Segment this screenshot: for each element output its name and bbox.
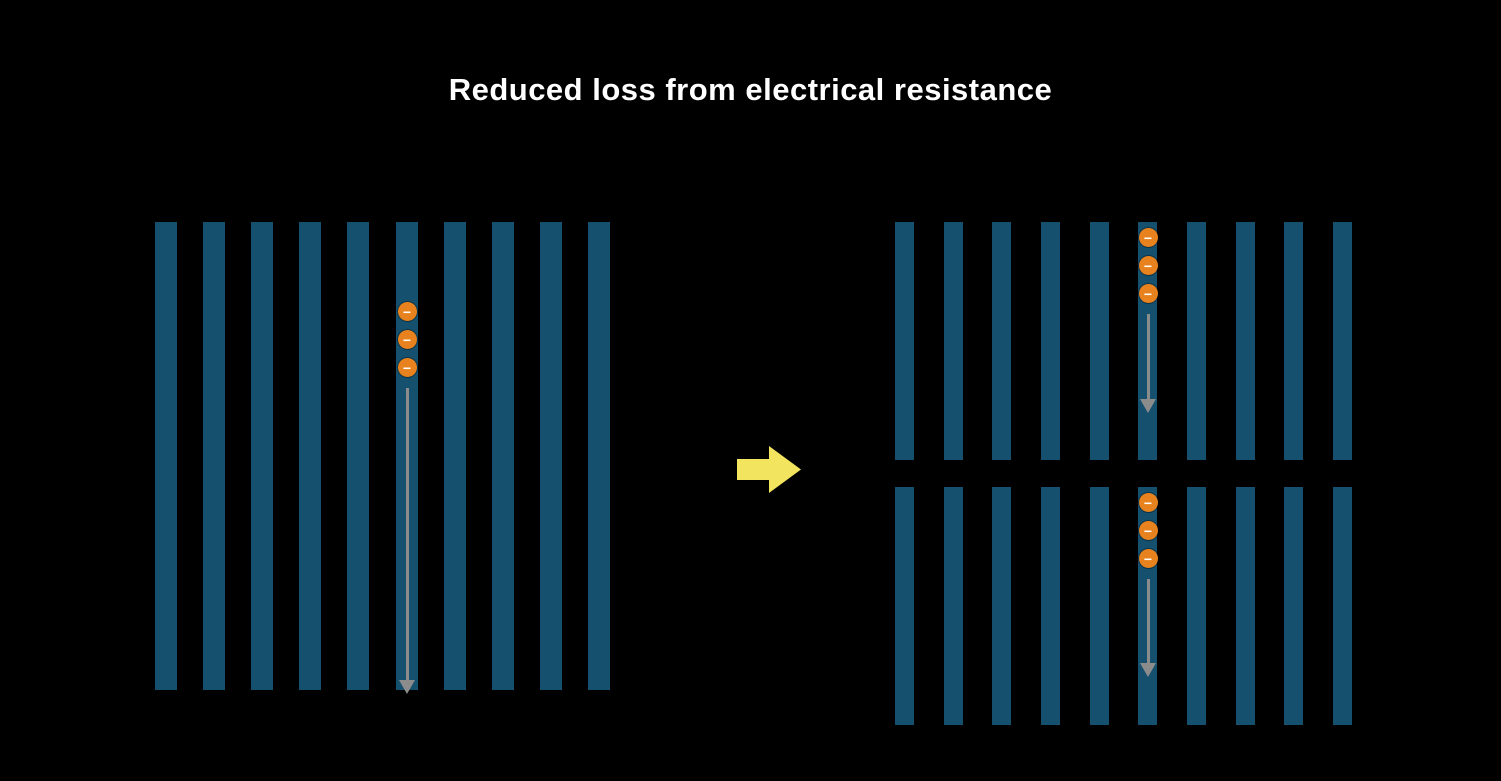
cell-bar bbox=[251, 222, 274, 690]
electron-group: − − − bbox=[397, 302, 417, 386]
cell-bar bbox=[992, 487, 1012, 725]
cell-bar bbox=[1235, 487, 1255, 725]
electron-flow-half-cell-bottom: − − − bbox=[1138, 493, 1158, 664]
cell-bar bbox=[1332, 222, 1352, 460]
electron-flow-half-cell-top: − − − bbox=[1138, 228, 1158, 400]
electron-group: − − − bbox=[1138, 228, 1158, 312]
transition-arrow-icon bbox=[737, 446, 801, 493]
cell-bar bbox=[1186, 487, 1206, 725]
full-cell-panel bbox=[155, 222, 610, 690]
cell-bar bbox=[1040, 222, 1060, 460]
cell-bar bbox=[299, 222, 322, 690]
cell-bar bbox=[1089, 222, 1109, 460]
half-cell-top-panel bbox=[895, 222, 1352, 460]
cell-bar bbox=[895, 222, 914, 460]
electron-flow-full-cell: − − − bbox=[397, 302, 417, 681]
electron-icon: − bbox=[397, 330, 417, 349]
cell-bar bbox=[1284, 222, 1304, 460]
cell-bar bbox=[1332, 487, 1352, 725]
cell-bar bbox=[992, 222, 1012, 460]
electron-icon: − bbox=[1138, 228, 1158, 247]
current-flow-arrow bbox=[405, 388, 409, 681]
cell-bar bbox=[539, 222, 562, 690]
cell-bar bbox=[491, 222, 514, 690]
cell-bar bbox=[155, 222, 177, 690]
electron-icon: − bbox=[1138, 256, 1158, 275]
current-flow-arrow bbox=[1146, 314, 1150, 400]
current-flow-arrow bbox=[1146, 579, 1150, 664]
cell-bar bbox=[587, 222, 610, 690]
cell-bar bbox=[1089, 487, 1109, 725]
cell-bar bbox=[943, 222, 963, 460]
cell-bar bbox=[443, 222, 466, 690]
cell-bar bbox=[1040, 487, 1060, 725]
cell-bar bbox=[895, 487, 914, 725]
diagram-title: Reduced loss from electrical resistance bbox=[448, 72, 1053, 107]
cell-bar bbox=[1235, 222, 1255, 460]
cell-bar bbox=[203, 222, 226, 690]
cell-bar bbox=[1186, 222, 1206, 460]
cell-bar bbox=[1284, 487, 1304, 725]
cell-bar bbox=[347, 222, 370, 690]
electron-icon: − bbox=[1138, 493, 1158, 512]
electron-group: − − − bbox=[1138, 493, 1158, 577]
electron-icon: − bbox=[1138, 549, 1158, 568]
electron-icon: − bbox=[1138, 521, 1158, 540]
right-arrow-shape bbox=[737, 446, 801, 493]
electron-icon: − bbox=[1138, 284, 1158, 303]
half-cell-bottom-panel bbox=[895, 487, 1352, 725]
electron-icon: − bbox=[397, 358, 417, 377]
electron-icon: − bbox=[397, 302, 417, 321]
cell-bar bbox=[943, 487, 963, 725]
